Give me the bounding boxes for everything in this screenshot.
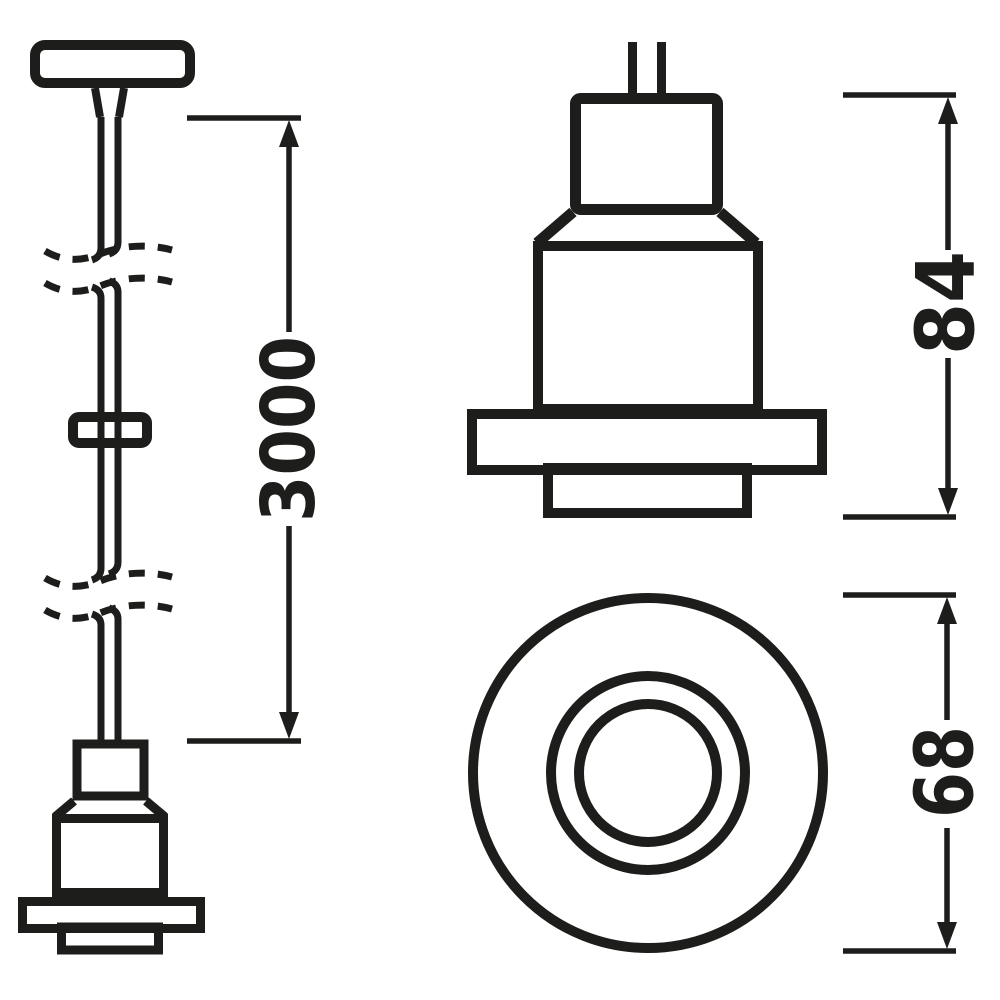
- arrow-down-icon: [279, 712, 299, 739]
- ceiling-canopy: [30, 40, 195, 88]
- dimension-lines-3000: [187, 115, 301, 744]
- dimension-lines-84: [843, 92, 956, 520]
- dimension-socket-diameter: 68: [843, 592, 992, 954]
- dimension-label-cable-length: 3000: [246, 336, 332, 522]
- dimension-cable-length: 3000: [187, 115, 332, 744]
- cord-grip: [91, 87, 128, 118]
- socket-neck: [72, 739, 149, 801]
- socket-shoulder-side: [533, 207, 760, 248]
- arrow-down-icon: [938, 488, 958, 515]
- socket-cap: [570, 93, 723, 215]
- dimension-lines-68: [843, 592, 956, 954]
- socket-side-view: [467, 42, 827, 518]
- socket-bottom-view: [468, 593, 828, 953]
- arrow-up-icon: [937, 597, 957, 624]
- dimension-label-socket-height: 84: [900, 251, 993, 355]
- skirt-middle-circle: [546, 671, 750, 875]
- arrow-up-icon: [938, 97, 958, 124]
- lamp-opening-circle: [574, 699, 722, 847]
- socket-body: [52, 814, 168, 897]
- socket-flange: [18, 897, 205, 933]
- pendant-full-view: [18, 40, 205, 955]
- dimension-socket-height: 84: [843, 92, 993, 520]
- cable-stubs: [628, 42, 666, 98]
- dimension-label-socket-diameter: 68: [899, 726, 992, 818]
- arrow-down-icon: [937, 922, 957, 949]
- arrow-up-icon: [279, 120, 299, 147]
- socket-body-side: [533, 241, 763, 414]
- flange-outer-circle: [468, 593, 828, 953]
- cable-break-mark-lower: [43, 569, 173, 622]
- cable-sleeve: [68, 412, 152, 448]
- cable-segment-lower: [90, 604, 122, 744]
- cable-segment-upper: [90, 117, 122, 264]
- cable-segment-middle: [90, 277, 122, 584]
- socket-flange-side: [467, 409, 827, 475]
- cable-break-mark-upper: [43, 242, 173, 295]
